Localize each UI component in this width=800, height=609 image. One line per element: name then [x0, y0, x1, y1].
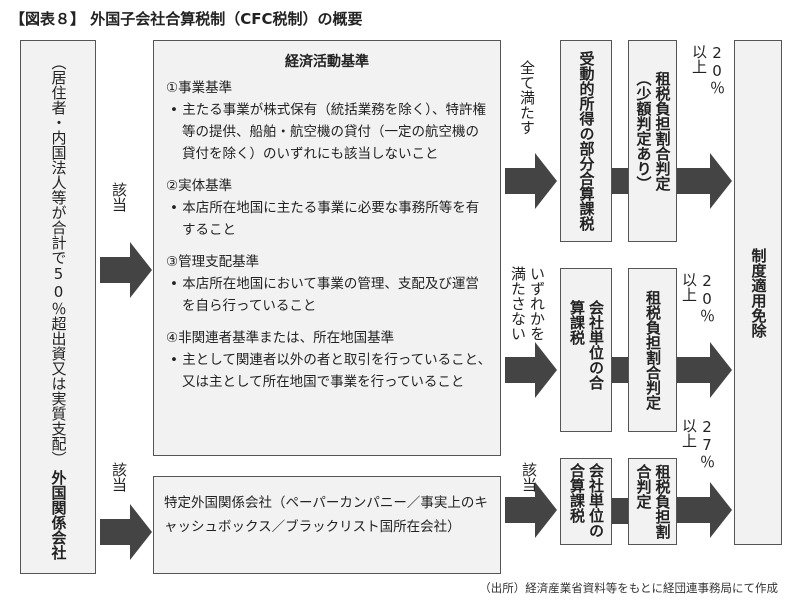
all-met-arrow	[505, 153, 557, 209]
exemption-box: 制度適用免除	[734, 40, 782, 545]
applies-arrow-1	[100, 242, 152, 298]
criteria-heading: ④非関連者基準または、所在地国基準	[166, 330, 395, 346]
label-all-met: 全て満たす	[518, 60, 536, 135]
connector	[610, 357, 630, 383]
criteria-substance: ②実体基準 • 本店所在地国に主たる事業に必要な事務所等を有すること	[166, 175, 492, 241]
criteria-bullet: • 本店所在地国に主たる事業に必要な事務所等を有すること	[170, 200, 480, 238]
company-taxation-box-1: 会社単位の合算課税	[560, 268, 612, 432]
company-taxation-label: 会社単位の合算課税	[568, 462, 605, 538]
criteria-non-related: ④非関連者基準または、所在地国基準 • 主として関連者以外の者と取引を行っている…	[166, 327, 492, 393]
threshold-arrow-2	[677, 342, 732, 398]
label-applies-3: 該当	[520, 462, 538, 492]
threshold-3: 27％以上	[680, 418, 716, 469]
label-applies-1: 該当	[110, 182, 128, 212]
label-applies-2: 該当	[110, 462, 128, 492]
applies-arrow-3	[505, 482, 557, 538]
criteria-heading: ③管理支配基準	[166, 254, 260, 270]
threshold-arrow-3	[677, 482, 732, 538]
company-taxation-label: 会社単位の合算課税	[568, 300, 605, 390]
criteria-business: ①事業基準 • 主たる事業が株式保有（統括業務を除く）、特許権等の提供、船舶・航…	[166, 77, 492, 165]
not-met-arrow	[505, 342, 557, 398]
specified-foreign-affiliate-box: 特定外国関係会社（ペーパーカンパニー／事実上のキャッシュボックス／ブラックリスト…	[153, 476, 501, 574]
label-not-met: いずれかを満たさない	[509, 266, 546, 341]
company-taxation-box-2: 会社単位の合算課税	[560, 458, 612, 545]
tax-burden-label: 租税負担割合判定（少額判定あり）	[634, 71, 672, 191]
applies-arrow-2	[100, 504, 152, 560]
economic-activity-criteria-box: 経済活動基準 ①事業基準 • 主たる事業が株式保有（統括業務を除く）、特許権等の…	[153, 40, 501, 456]
connector	[610, 498, 630, 524]
tax-burden-judgement-box-3: 租税負担割合判定	[628, 458, 677, 545]
tax-burden-label: 租税負担割合判定	[644, 290, 662, 410]
source-note: （出所）経済産業省資料等をもとに経団連事務局にて作成	[479, 581, 778, 595]
foreign-affiliate-heading: 外国関係会社	[49, 469, 68, 560]
criteria-bullet: • 本店所在地国において事業の管理、支配及び運営を自ら行っていること	[170, 276, 479, 314]
criteria-bullet: • 主たる事業が株式保有（統括業務を除く）、特許権等の提供、船舶・航空機の貸付（…	[170, 102, 487, 162]
connector	[610, 168, 630, 194]
exemption-label: 制度適用免除	[749, 247, 768, 338]
tax-burden-judgement-box-1: 租税負担割合判定（少額判定あり）	[628, 40, 677, 242]
criteria-management: ③管理支配基準 • 本店所在地国において事業の管理、支配及び運営を自ら行っている…	[166, 251, 492, 317]
criteria-bullet: • 主として関連者以外の者と取引を行っていること、又は主として所在地国で事業を行…	[170, 352, 492, 390]
diagram-title: 【図表８】 外国子会社合算税制（CFC税制）の概要	[10, 10, 363, 28]
foreign-affiliate-definition: （居住者・内国法人等が合計で50％超出資又は実質支配）	[49, 54, 68, 466]
threshold-1: 20％以上	[690, 44, 726, 95]
criteria-title: 経済活動基準	[285, 54, 369, 70]
partial-taxation-label: 受動的所得の部分合算課税	[577, 51, 596, 231]
criteria-heading: ①事業基準	[166, 80, 233, 96]
threshold-arrow-1	[677, 153, 732, 209]
criteria-heading: ②実体基準	[166, 178, 233, 194]
tax-burden-label: 租税負担割合判定	[634, 463, 672, 539]
threshold-2: 20％以上	[680, 272, 716, 323]
tax-burden-judgement-box-2: 租税負担割合判定	[628, 268, 677, 432]
partial-taxation-box: 受動的所得の部分合算課税	[560, 40, 612, 242]
foreign-affiliate-box: 外国関係会社 （居住者・内国法人等が合計で50％超出資又は実質支配）	[20, 40, 96, 574]
